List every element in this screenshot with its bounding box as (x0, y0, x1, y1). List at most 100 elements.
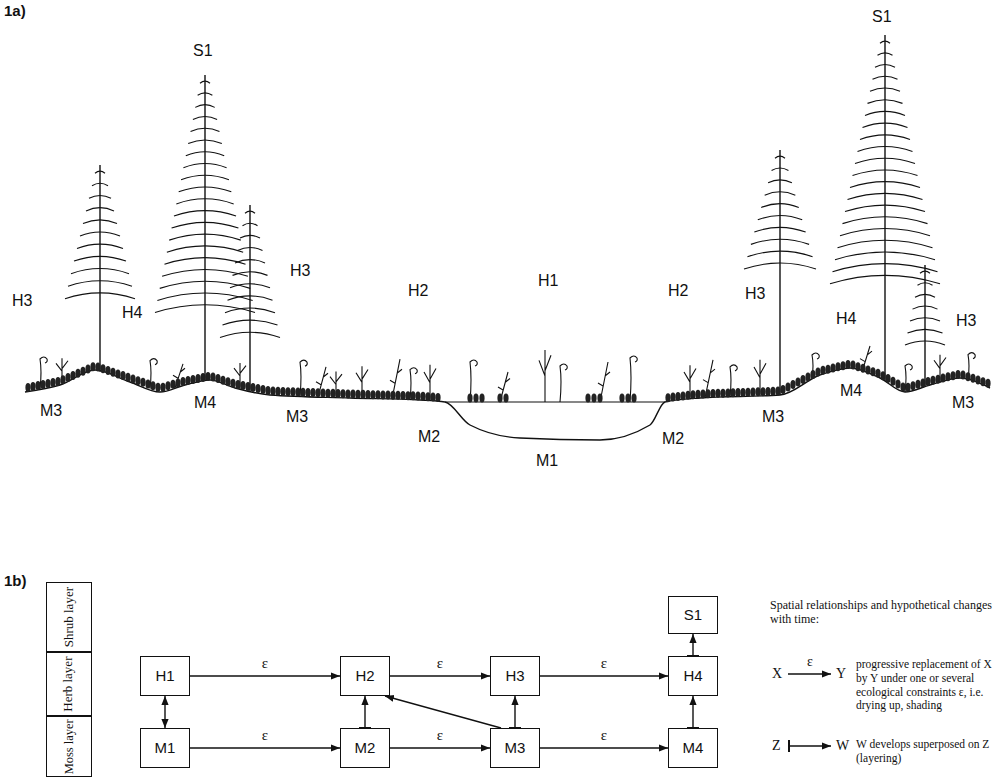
legend-symbol: Z (772, 738, 781, 754)
tree-trunk (249, 205, 250, 391)
tree-branch (845, 205, 925, 212)
tree-branch (243, 223, 258, 225)
moss-tuft (631, 394, 636, 403)
tree-branch (89, 195, 111, 198)
tree-branch (198, 93, 213, 95)
tree-branch (772, 168, 789, 171)
tree-branch (873, 76, 898, 79)
tree-branch (850, 182, 920, 188)
moss-tuft (467, 394, 472, 403)
layering-arrow (692, 634, 693, 656)
moss-tuft (895, 380, 900, 389)
moss-tuft (200, 373, 205, 382)
herb-plant (539, 350, 551, 402)
moss-tuft (215, 374, 220, 383)
community-code: H3 (505, 668, 524, 685)
community-box: M3 (490, 728, 540, 768)
moss-tuft (225, 377, 230, 386)
moss-tuft (80, 367, 85, 376)
zone-label: M4 (194, 394, 216, 412)
moss-tuft (965, 372, 970, 381)
zone-label: H3 (290, 262, 310, 280)
moss-tuft (155, 383, 160, 392)
moss-tuft (820, 366, 825, 375)
moss-tuft (280, 387, 285, 396)
zone-label: H1 (538, 272, 558, 290)
tree-branch (905, 341, 945, 345)
herb-plant (630, 356, 637, 402)
tree-trunk (884, 35, 885, 381)
moss-tuft (360, 390, 365, 399)
legend-symbol: W (836, 738, 849, 754)
herb-plant (560, 364, 567, 402)
moss-tuft (665, 393, 670, 402)
tree-branch (80, 232, 120, 236)
layer-band: Moss layer (46, 716, 92, 777)
moss-tuft (415, 391, 420, 400)
legend-samples (788, 674, 831, 746)
moss-tuft (190, 375, 195, 384)
moss-tuft (700, 389, 705, 398)
tree-branch (162, 269, 248, 276)
herb-plant (330, 371, 342, 397)
moss-tuft (25, 383, 30, 392)
moss-tuft (785, 383, 790, 392)
moss-tuft (295, 388, 300, 397)
moss-tuft (625, 394, 630, 403)
trees (65, 35, 945, 395)
moss-tuft (380, 390, 385, 399)
zone-label: M3 (40, 402, 62, 420)
tree-branch (68, 281, 132, 287)
zone-label: H3 (745, 285, 765, 303)
layer-name: Herb layer (62, 656, 76, 711)
community-box: S1 (668, 596, 718, 634)
moss-tuft (985, 379, 990, 388)
moss-tuft (855, 362, 860, 371)
moss-tuft (315, 388, 320, 397)
moss-tuft (850, 361, 855, 370)
replacement-arrow (540, 675, 668, 676)
herb-plant (498, 372, 510, 402)
moss-tuft (740, 388, 745, 397)
moss-tuft (160, 383, 165, 392)
panel-label: 1a) (4, 2, 26, 19)
moss-tuft (300, 388, 305, 397)
moss-tuft (685, 391, 690, 400)
moss-tuft (345, 389, 350, 398)
zone-label: M3 (286, 408, 308, 426)
tree-branch (240, 235, 260, 238)
tree-branch (183, 164, 226, 168)
moss-tuft (85, 365, 90, 374)
moss-tuft (395, 391, 400, 400)
tree-branch (880, 41, 890, 43)
moss-tuft (180, 377, 185, 386)
moss-tuft (955, 370, 960, 379)
moss-tuft (597, 394, 602, 403)
moss-tuft (725, 388, 730, 397)
replacement-arrow (540, 747, 668, 748)
tree-branch (754, 227, 805, 232)
tree-branch (225, 308, 275, 313)
moss-tuft (960, 371, 965, 380)
moss-tuft (175, 378, 180, 387)
zone-label: H2 (668, 282, 688, 300)
tree-branch (74, 256, 126, 261)
replacement-arrow (390, 747, 490, 748)
moss-tuft (135, 376, 140, 385)
tree-branch (848, 193, 923, 199)
tree-branch (176, 199, 233, 204)
herb-plant (684, 365, 696, 399)
tree-branch (186, 152, 224, 156)
moss-tuft (585, 394, 590, 403)
moss-tuft (503, 394, 508, 403)
moss-tuft (619, 394, 624, 403)
tree-branch (92, 183, 108, 186)
zone-label: H4 (836, 310, 856, 328)
zone-label: S1 (872, 8, 892, 26)
tree-branch (768, 180, 792, 183)
moss-tuft (125, 373, 130, 382)
legend-heading: Spatial relationships and hypothetical c… (770, 598, 996, 627)
moss-tuft (370, 390, 375, 399)
moss-tuft (265, 386, 270, 395)
moss-tuft (320, 388, 325, 397)
